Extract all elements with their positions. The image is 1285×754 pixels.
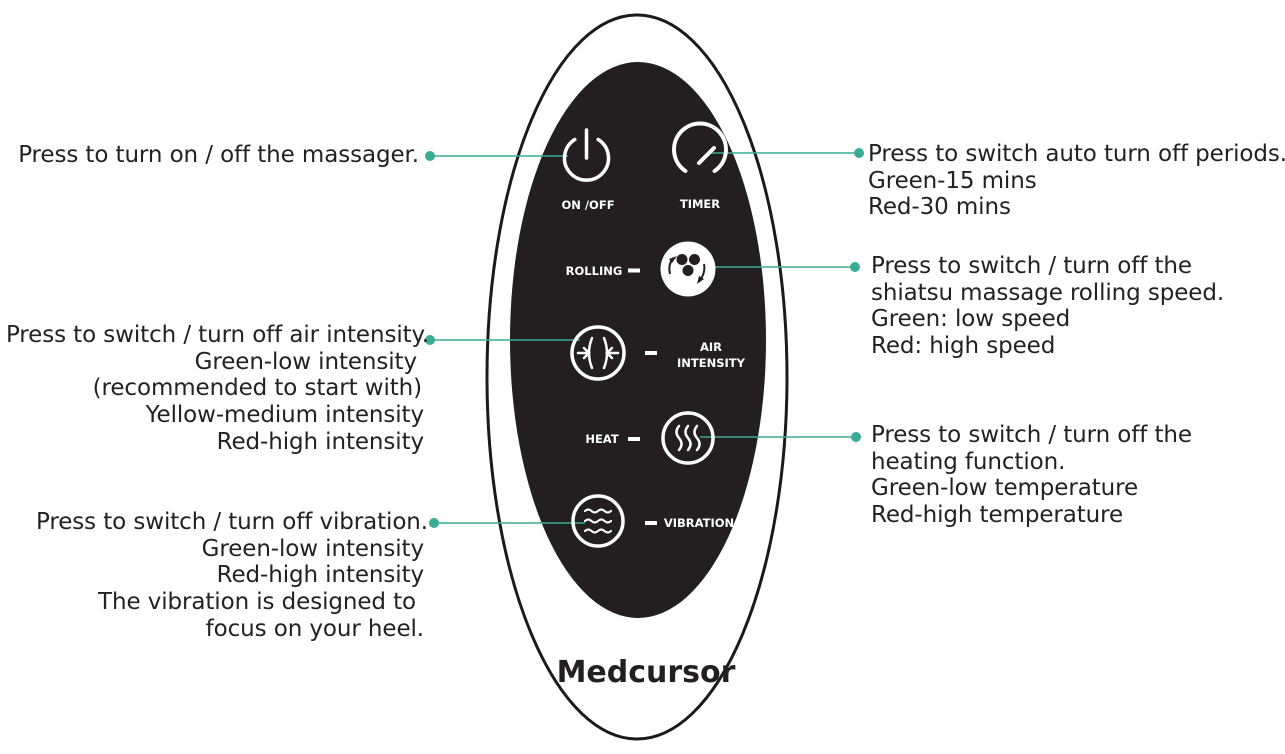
heat-waves-icon bbox=[661, 411, 715, 465]
callout-rolling-line: Press to switch / turn off the bbox=[871, 253, 1192, 279]
power-button[interactable]: ON /OFF bbox=[561, 128, 615, 212]
callout-power-line: Press to turn on / off the massager. bbox=[18, 142, 419, 168]
leader-dot-power bbox=[425, 151, 435, 161]
callout-vibration-line: Red-high intensity bbox=[216, 562, 424, 589]
vibration-waves-icon bbox=[571, 494, 625, 548]
leader-dot-air bbox=[425, 335, 435, 345]
air-label-line1: AIR bbox=[700, 340, 722, 354]
callout-vibration-line: Green-low intensity bbox=[201, 535, 424, 562]
callout-timer-line: Press to switch auto turn off periods. bbox=[868, 141, 1285, 167]
callout-heat: Press to switch / turn off the heating f… bbox=[871, 422, 1192, 529]
callout-air-line: Red-high intensity bbox=[216, 428, 424, 455]
callout-air-line: Press to switch / turn off air intensity… bbox=[5, 322, 429, 348]
callout-timer: Press to switch auto turn off periods. G… bbox=[868, 141, 1285, 221]
air-dash bbox=[645, 351, 657, 355]
callout-vibration-line: focus on your heel. bbox=[205, 615, 424, 642]
callout-timer-line: Green-15 mins bbox=[868, 167, 1037, 194]
rolling-label: ROLLING bbox=[566, 264, 623, 278]
callout-rolling-line: Green: low speed bbox=[871, 306, 1071, 333]
callout-vibration-line: The vibration is designed to bbox=[98, 589, 416, 616]
callout-timer-line: Red-30 mins bbox=[868, 194, 1011, 221]
timer-gauge-icon bbox=[672, 121, 728, 173]
callout-rolling: Press to switch / turn off the shiatsu m… bbox=[871, 253, 1224, 360]
heat-label: HEAT bbox=[585, 432, 618, 446]
brand-logo: Medcursor bbox=[557, 655, 736, 690]
vibration-dash bbox=[645, 521, 657, 525]
vibration-label: VIBRATION bbox=[664, 516, 734, 530]
callout-rolling-line: Red: high speed bbox=[871, 333, 1056, 360]
power-icon bbox=[562, 128, 611, 182]
leader-dot-heat bbox=[851, 432, 861, 442]
callout-rolling-line: shiatsu massage rolling speed. bbox=[871, 279, 1225, 306]
callout-heat-line: Green-low temperature bbox=[871, 475, 1139, 502]
on-off-label: ON /OFF bbox=[561, 198, 614, 212]
callout-vibration: Press to switch / turn off vibration. Gr… bbox=[36, 509, 428, 643]
heat-button[interactable]: HEAT bbox=[585, 411, 715, 465]
control-panel bbox=[510, 62, 766, 618]
rolling-icon bbox=[660, 241, 716, 297]
callout-heat-line: heating function. bbox=[871, 448, 1066, 475]
callout-power: Press to turn on / off the massager. bbox=[18, 142, 419, 169]
air-label-line2: INTENSITY bbox=[677, 356, 746, 370]
callout-heat-line: Press to switch / turn off the bbox=[871, 422, 1192, 448]
callout-air: Press to switch / turn off air intensity… bbox=[6, 322, 429, 456]
callout-air-line: Green-low intensity bbox=[194, 348, 417, 375]
air-compress-icon bbox=[570, 325, 626, 381]
rolling-dash bbox=[628, 268, 640, 273]
leader-dot-vibration bbox=[429, 518, 439, 528]
callout-vibration-line: Press to switch / turn off vibration. bbox=[36, 509, 428, 535]
heat-dash bbox=[628, 437, 640, 441]
rolling-button[interactable]: ROLLING bbox=[566, 241, 716, 297]
vibration-button[interactable]: VIBRATION bbox=[571, 494, 734, 548]
timer-label: TIMER bbox=[680, 197, 720, 211]
leader-dot-rolling bbox=[850, 262, 860, 272]
leader-dot-timer bbox=[854, 148, 864, 158]
callout-air-line: Yellow-medium intensity bbox=[145, 402, 424, 429]
callout-air-line: (recommended to start with) bbox=[92, 375, 422, 402]
air-intensity-button[interactable]: AIR INTENSITY bbox=[570, 325, 746, 381]
timer-button[interactable]: TIMER bbox=[672, 121, 728, 211]
callout-heat-line: Red-high temperature bbox=[871, 502, 1124, 529]
